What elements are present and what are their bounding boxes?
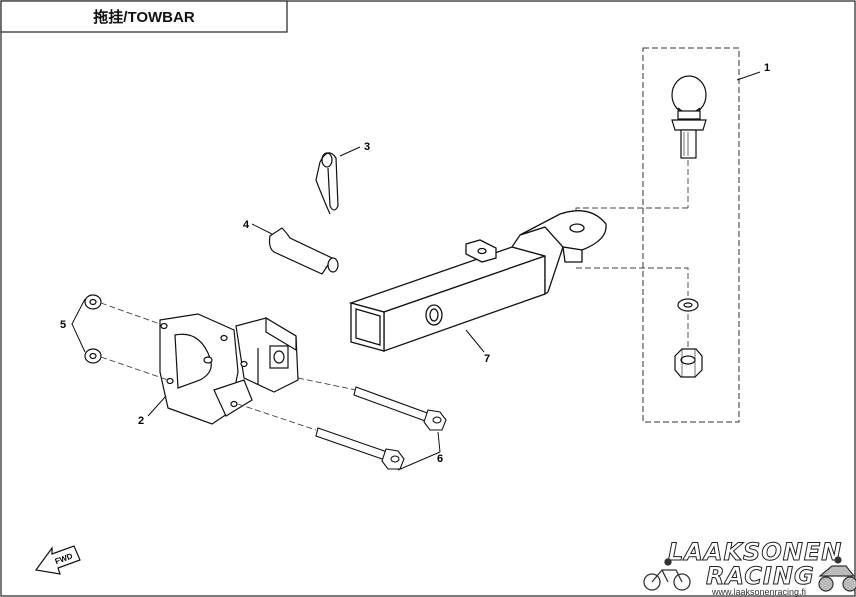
callout-6: 6 [397, 431, 443, 471]
svg-text:5: 5 [60, 319, 66, 331]
title-box: 拖挂/TOWBAR [0, 0, 288, 33]
diagram-title: 拖挂/TOWBAR [93, 8, 195, 26]
svg-text:3: 3 [364, 141, 370, 153]
assembly-lines-2 [100, 302, 357, 431]
callout-2: 2 [138, 395, 167, 427]
bicycle-icon [643, 558, 691, 591]
svg-text:7: 7 [484, 353, 490, 365]
callout-1: 1 [736, 62, 770, 81]
callout-5: 5 [60, 298, 86, 353]
pin-clip [315, 152, 339, 215]
hitch-pin [268, 227, 339, 275]
svg-text:LAAKSONEN: LAAKSONEN [668, 538, 842, 566]
callout-3: 3 [339, 141, 370, 157]
subassembly-box [642, 47, 740, 423]
callout-4: 4 [243, 219, 273, 235]
bolts [315, 386, 447, 470]
watermark-logo: LAAKSONEN RACING www.laaksonenracing.fi [668, 538, 842, 597]
svg-text:1: 1 [764, 62, 770, 74]
washers [84, 294, 102, 364]
svg-text:6: 6 [437, 453, 443, 465]
quad-bike-icon [818, 556, 856, 592]
svg-text:RACING: RACING [706, 562, 815, 590]
svg-text:2: 2 [138, 415, 144, 427]
hitch-ball [671, 75, 707, 159]
callout-7: 7 [465, 329, 490, 365]
receiver-tube [348, 210, 607, 352]
svg-text:4: 4 [243, 219, 250, 231]
svg-text:www.laaksonenracing.fi: www.laaksonenracing.fi [711, 587, 806, 597]
hex-nut [674, 348, 703, 378]
mounting-bracket [159, 313, 299, 425]
fwd-arrow-icon: FWD [34, 545, 81, 575]
assembly-lines-1 [575, 160, 689, 348]
lock-washer [677, 298, 699, 312]
